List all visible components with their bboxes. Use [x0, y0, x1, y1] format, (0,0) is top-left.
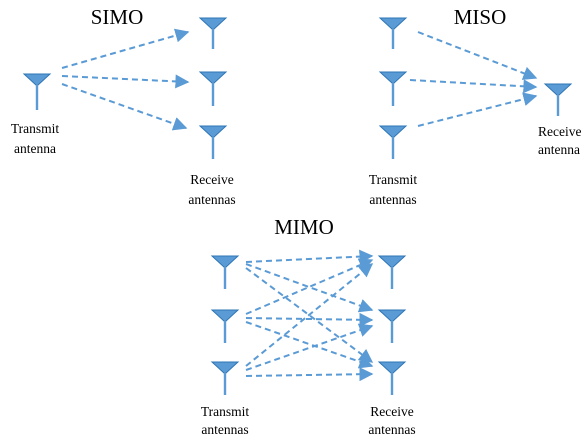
antenna-icon	[543, 83, 573, 116]
antenna-icon	[210, 255, 240, 289]
simo-tx-label-line2: antenna	[14, 141, 56, 156]
mimo-title: MIMO	[274, 215, 334, 239]
mimo-link-2-1	[245, 258, 374, 315]
antenna-icon	[198, 71, 228, 106]
simo-links	[61, 28, 190, 131]
antenna-icon	[378, 17, 408, 49]
simo-link-3	[61, 83, 188, 131]
miso-rx-label-line2: antenna	[538, 142, 580, 157]
mimo-link-3-3	[245, 367, 374, 382]
antenna-icon	[22, 73, 52, 110]
antenna-icon	[378, 125, 408, 159]
mimo-link-1-1	[245, 249, 374, 264]
antenna-icon	[377, 309, 407, 343]
antenna-icon	[377, 361, 407, 395]
mimo-tx-label-line1: Transmit	[201, 404, 250, 419]
mimo-link-2-2	[245, 312, 374, 327]
antenna-icon	[198, 17, 228, 49]
miso-link-3	[417, 92, 538, 127]
mimo-link-3-1	[245, 263, 374, 367]
mimo-link-1-2	[245, 263, 374, 313]
simo-tx-label-line1: Transmit	[11, 121, 60, 136]
mimo-tx-label-line2: antennas	[201, 422, 248, 436]
mimo-link-2-3	[245, 321, 374, 369]
miso-panel: MISO Transmit antennas Receive antenna	[369, 5, 582, 207]
miso-link-1	[417, 31, 538, 80]
simo-title: SIMO	[91, 5, 144, 29]
miso-links	[409, 31, 538, 127]
mimo-links	[245, 249, 374, 382]
antenna-icon	[198, 125, 228, 159]
miso-link-2	[409, 79, 538, 94]
mimo-link-3-2	[245, 323, 374, 371]
simo-rx-label-line2: antennas	[188, 192, 235, 207]
miso-title: MISO	[454, 5, 507, 29]
miso-rx-label-line1: Receive	[538, 124, 581, 139]
antenna-icon	[210, 361, 240, 395]
simo-link-2	[61, 74, 190, 89]
mimo-rx-label-line1: Receive	[370, 404, 413, 419]
simo-panel: SIMO Transmit antenna Receive antennas	[11, 5, 236, 207]
antenna-icon	[210, 309, 240, 343]
mimo-rx-label-line2: antennas	[368, 422, 415, 436]
miso-tx-label-line1: Transmit	[369, 172, 418, 187]
miso-tx-label-line2: antennas	[369, 192, 416, 207]
simo-link-1	[61, 28, 190, 69]
mimo-panel: MIMO	[201, 215, 416, 436]
mimo-link-1-3	[245, 267, 374, 363]
antenna-icon	[378, 71, 408, 106]
simo-rx-label-line1: Receive	[190, 172, 233, 187]
antenna-icon	[377, 255, 407, 289]
